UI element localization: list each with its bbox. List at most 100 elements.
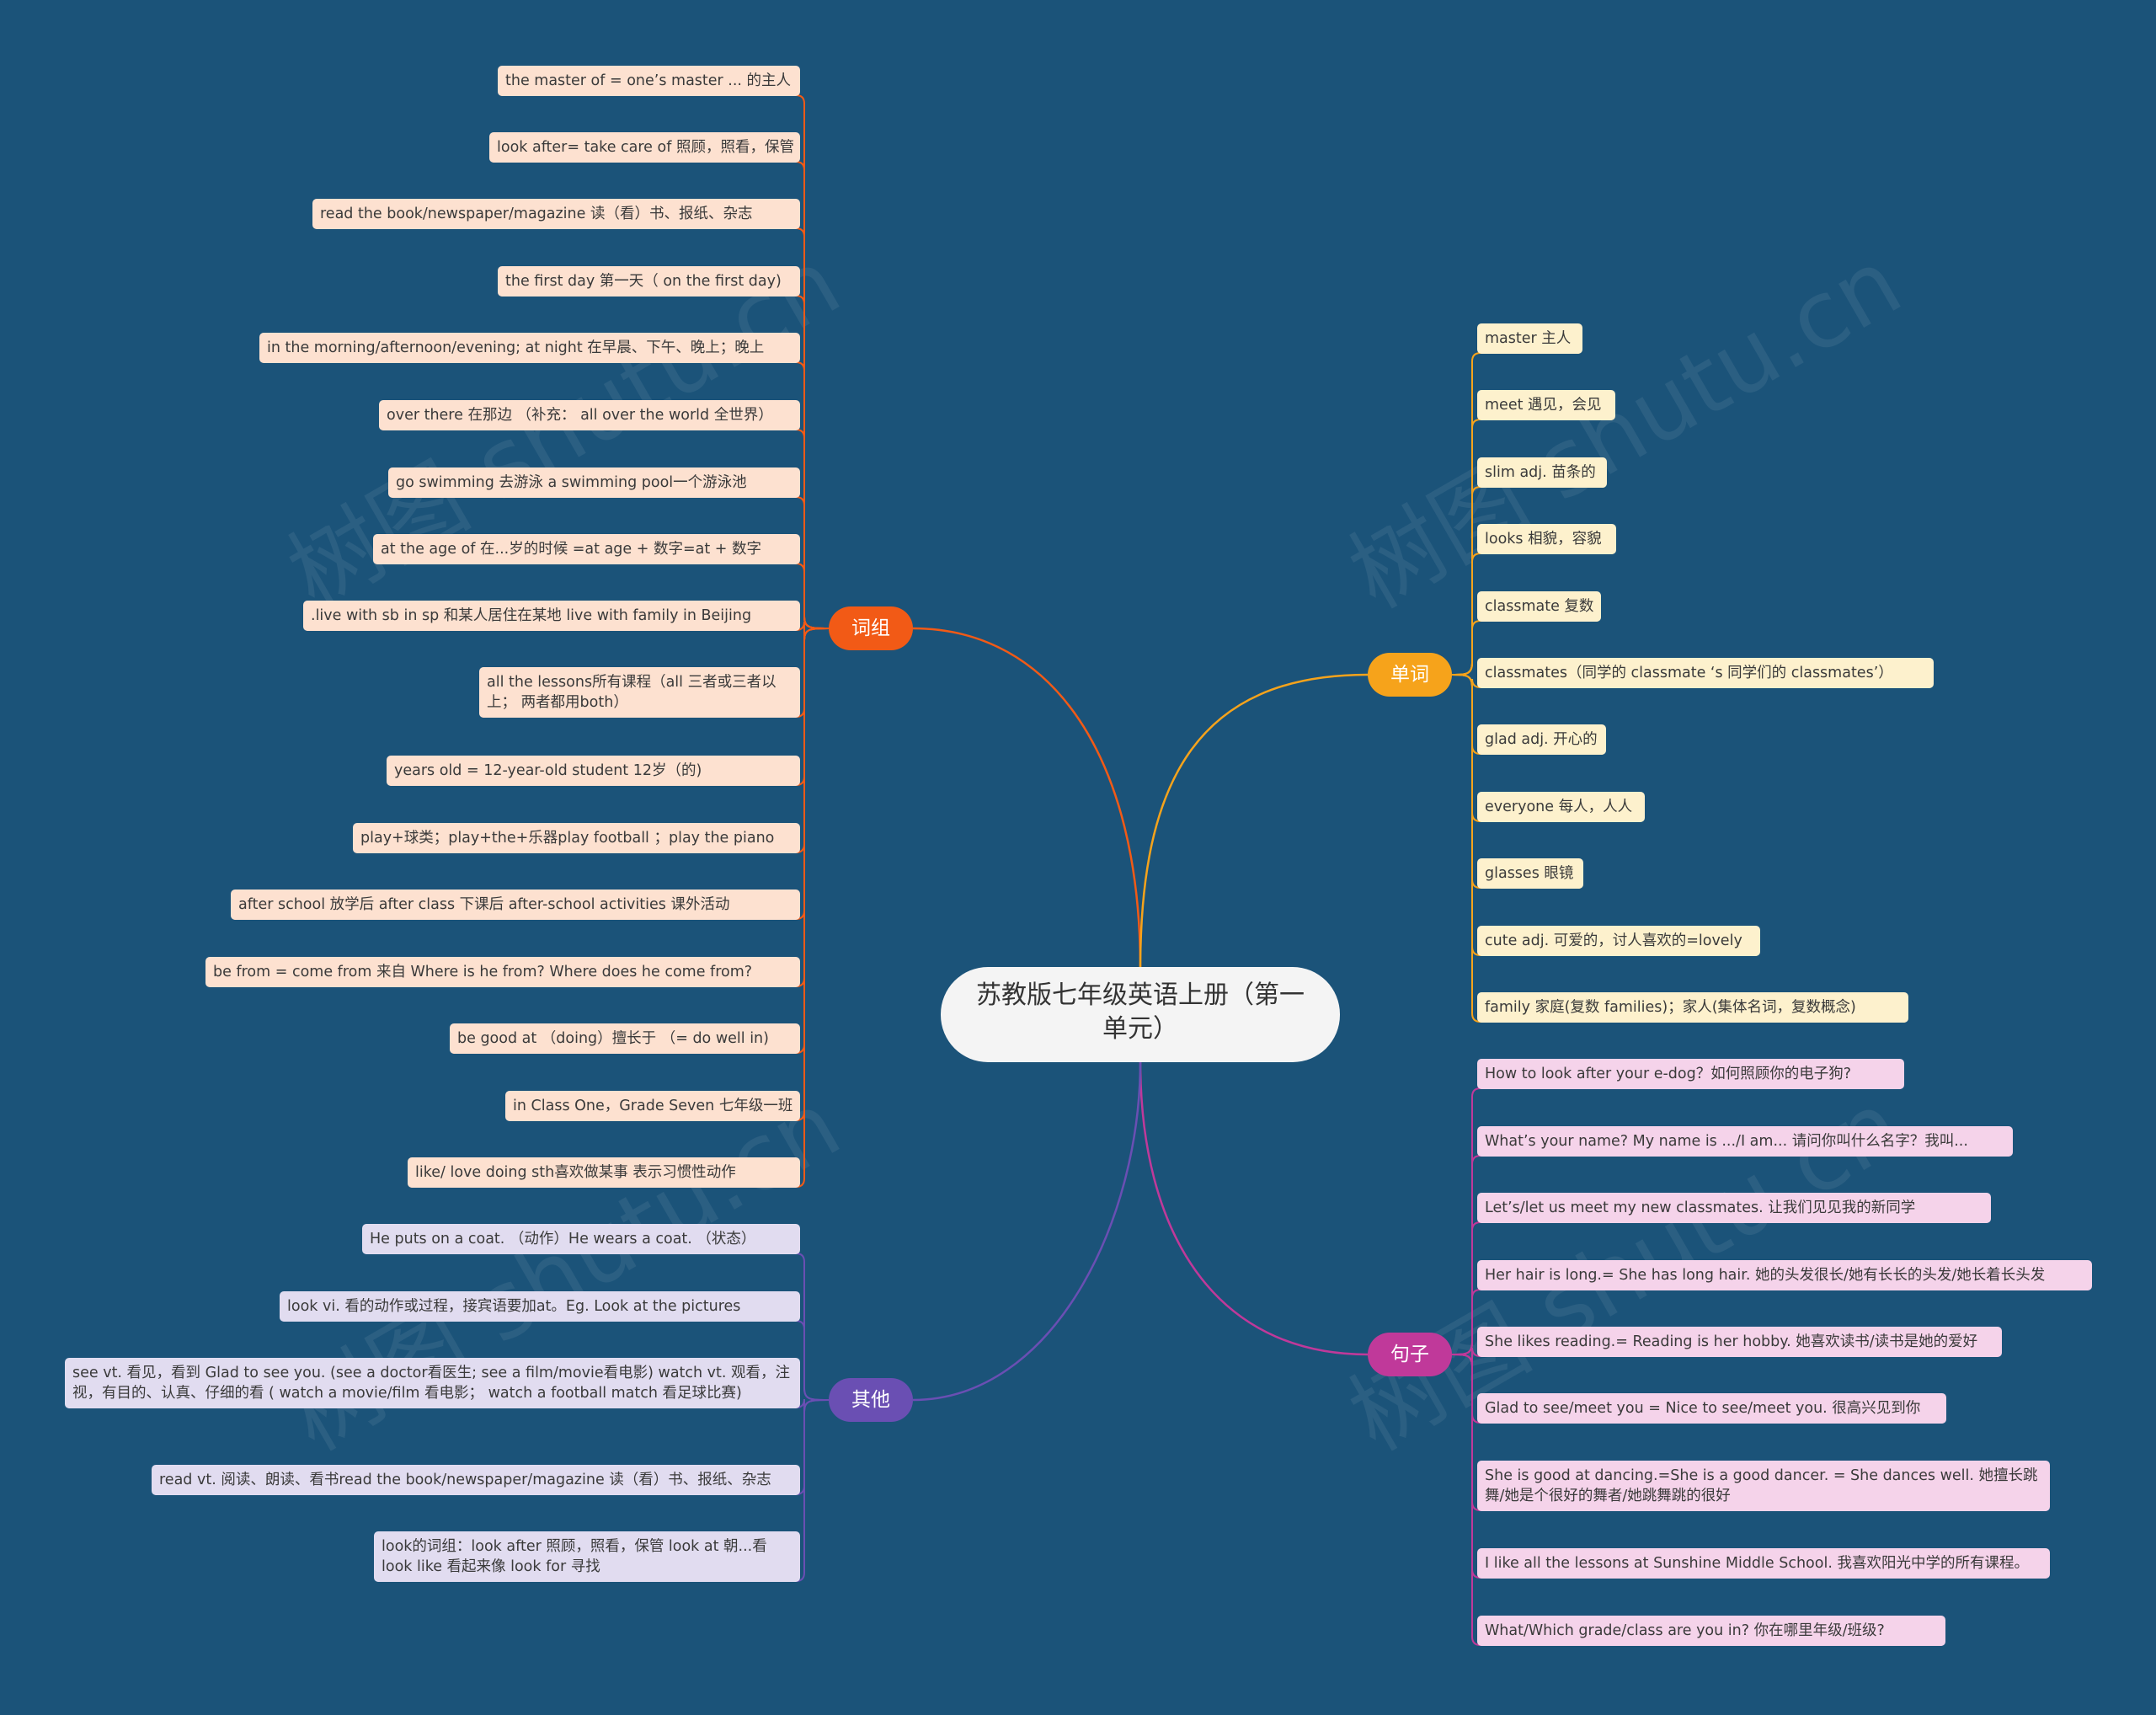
ciyu-item-text: the first day 第一天（ on the first day) [505,273,782,290]
ciyu-item-text: be from = come from 来自 Where is he from?… [213,964,753,980]
ciyu-item[interactable]: like/ love doing sth喜欢做某事 表示习惯性动作 [408,1157,800,1188]
ciyu-item[interactable]: the first day 第一天（ on the first day) [498,266,800,297]
juzi-item-text: Let’s/let us meet my new classmates. 让我们… [1485,1199,1916,1216]
ciyu-item-text: like/ love doing sth喜欢做某事 表示习惯性动作 [415,1164,736,1181]
juzi-item-text: Her hair is long.= She has long hair. 她的… [1485,1267,2046,1284]
central-topic-label: 苏教版七年级英语上册（第一单元） [976,980,1305,1044]
qita-item-text: read vt. 阅读、朗读、看书read the book/newspaper… [159,1472,771,1488]
danci-item-text: classmates（同学的 classmate ‘s 同学们的 classma… [1485,665,1893,681]
ciyu-item[interactable]: after school 放学后 after class 下课后 after-s… [231,890,800,920]
leaf-link [356,628,830,853]
juzi-item[interactable]: Her hair is long.= She has long hair. 她的… [1477,1260,2092,1290]
juzi-item-text: She is good at dancing.=She is a good da… [1485,1467,2038,1504]
leaf-link [376,563,830,629]
danci-item-text: glasses 眼镜 [1485,865,1574,882]
ciyu-item[interactable]: over there 在那边 （补充： all over the world 全… [379,400,800,430]
danci-item[interactable]: cute adj. 可爱的，讨人喜欢的=lovely [1477,926,1760,956]
juzi-item[interactable]: What’s your name? My name is .../I am...… [1477,1126,2013,1157]
juzi-item[interactable]: I like all the lessons at Sunshine Middl… [1477,1548,2050,1579]
ciyu-item-text: in Class One，Grade Seven 七年级一班 [513,1098,793,1114]
leaf-link [1451,1354,1942,1646]
central-topic[interactable]: 苏教版七年级英语上册（第一单元） [941,967,1340,1062]
ciyu-item-text: the master of = one’s master ... 的主人 [505,72,792,89]
danci-item[interactable]: glad adj. 开心的 [1477,724,1606,755]
ciyu-item-text: all the lessons所有课程（all 三者或三者以上； 两者都用bot… [487,674,776,711]
qita-item[interactable]: look的词组：look after 照顾，照看，保管 look at 朝...… [374,1531,800,1582]
ciyu-item-text: years old = 12-year-old student 12岁（的) [394,762,702,779]
danci-item-text: everyone 每人，人人 [1485,799,1633,815]
qita-item[interactable]: He puts on a coat. （动作）He wears a coat. … [362,1224,800,1254]
juzi-item[interactable]: Glad to see/meet you = Nice to see/meet … [1477,1393,1946,1424]
ciyu-item[interactable]: all the lessons所有课程（all 三者或三者以上； 两者都用bot… [479,667,800,718]
ciyu-item[interactable]: the master of = one’s master ... 的主人 [498,66,800,96]
branch-danci[interactable]: 单词 [1368,653,1452,697]
link-center-qita [912,1061,1142,1402]
ciyu-item[interactable]: read the book/newspaper/magazine 读（看）书、报… [312,199,800,229]
qita-item-text: He puts on a coat. （动作）He wears a coat. … [370,1231,756,1248]
juzi-item-text: What/Which grade/class are you in? 你在哪里年… [1485,1622,1885,1639]
qita-item[interactable]: see vt. 看见，看到 Glad to see you. (see a do… [65,1358,800,1408]
ciyu-item[interactable]: be from = come from 来自 Where is he from?… [205,957,800,987]
ciyu-item[interactable]: in the morning/afternoon/evening; at nig… [259,333,800,363]
leaf-link [411,628,830,1188]
danci-item[interactable]: classmate 复数 [1477,591,1601,622]
qita-item-text: look的词组：look after 照顾，照看，保管 look at 朝...… [382,1538,767,1575]
ciyu-item-text: at the age of 在...岁的时候 =at age + 数字=at +… [381,541,762,558]
branch-juzi-label: 句子 [1390,1344,1429,1365]
danci-item[interactable]: meet 遇见，会见 [1477,390,1615,420]
danci-item[interactable]: family 家庭(复数 families)；家人(集体名词，复数概念) [1477,992,1908,1023]
danci-item-text: glad adj. 开心的 [1485,731,1598,748]
ciyu-item[interactable]: .live with sb in sp 和某人居住在某地 live with f… [303,601,800,631]
ciyu-item[interactable]: be good at （doing）擅长于 （= do well in) [450,1023,800,1054]
ciyu-item-text: look after= take care of 照顾，照看，保管 [497,139,794,156]
danci-item-text: meet 遇见，会见 [1485,397,1602,414]
qita-item[interactable]: look vi. 看的动作或过程，接宾语要加at。Eg. Look at the… [280,1291,800,1322]
juzi-item[interactable]: Let’s/let us meet my new classmates. 让我们… [1477,1193,1991,1223]
ciyu-item[interactable]: years old = 12-year-old student 12岁（的) [387,756,800,786]
leaf-link [1451,486,1604,676]
danci-item-text: master 主人 [1485,330,1572,347]
juzi-item-text: I like all the lessons at Sunshine Middl… [1485,1555,2029,1572]
leaf-link [1451,1289,2089,1355]
ciyu-item-text: in the morning/afternoon/evening; at nig… [267,339,765,356]
danci-item-text: looks 相貌，容貌 [1485,531,1602,548]
ciyu-item-text: .live with sb in sp 和某人居住在某地 live with f… [311,607,752,624]
danci-item[interactable]: everyone 每人，人人 [1477,792,1645,822]
leaf-link [283,1320,830,1401]
ciyu-item-text: over there 在那边 （补充： all over the world 全… [387,407,773,424]
leaf-link [1451,674,1905,1023]
leaf-link [377,1399,830,1582]
ciyu-item[interactable]: at the age of 在...岁的时候 =at age + 数字=at +… [373,534,800,564]
danci-item[interactable]: classmates（同学的 classmate ‘s 同学们的 classma… [1477,658,1934,688]
qita-item[interactable]: read vt. 阅读、朗读、看书read the book/newspaper… [152,1465,800,1495]
ciyu-item[interactable]: go swimming 去游泳 a swimming pool一个游泳池 [388,467,800,498]
danci-item[interactable]: glasses 眼镜 [1477,858,1583,889]
link-center-danci [1139,673,1369,970]
branch-qita[interactable]: 其他 [829,1378,913,1422]
ciyu-item-text: play+球类；play+the+乐器play football ；play t… [360,830,775,847]
juzi-item[interactable]: What/Which grade/class are you in? 你在哪里年… [1477,1616,1945,1646]
danci-item[interactable]: master 主人 [1477,323,1582,354]
leaf-link [1451,1155,2009,1355]
qita-item-text: see vt. 看见，看到 Glad to see you. (see a do… [72,1365,791,1402]
qita-item-text: look vi. 看的动作或过程，接宾语要加at。Eg. Look at the… [287,1298,741,1315]
ciyu-item[interactable]: in Class One，Grade Seven 七年级一班 [505,1091,800,1121]
ciyu-item[interactable]: look after= take care of 照顾，照看，保管 [489,132,800,163]
branch-qita-label: 其他 [851,1389,890,1411]
branch-ciyu[interactable]: 词组 [829,606,913,650]
ciyu-item-text: go swimming 去游泳 a swimming pool一个游泳池 [396,474,747,491]
juzi-item[interactable]: How to look after your e-dog？如何照顾你的电子狗? [1477,1059,1904,1089]
branch-juzi[interactable]: 句子 [1368,1333,1452,1376]
juzi-item[interactable]: She likes reading.= Reading is her hobby… [1477,1327,2002,1357]
link-center-juzi [1139,1061,1369,1356]
ciyu-item[interactable]: play+球类；play+the+乐器play football ；play t… [353,823,800,853]
branch-danci-label: 单词 [1390,664,1429,686]
juzi-item[interactable]: She is good at dancing.=She is a good da… [1477,1461,2050,1511]
ciyu-item-text: be good at （doing）擅长于 （= do well in) [457,1030,769,1047]
ciyu-item-text: read the book/newspaper/magazine 读（看）书、报… [320,206,753,222]
danci-item[interactable]: slim adj. 苗条的 [1477,457,1607,488]
link-center-ciyu [912,627,1142,970]
branch-ciyu-label: 词组 [851,617,890,639]
danci-item[interactable]: looks 相貌，容貌 [1477,524,1616,554]
